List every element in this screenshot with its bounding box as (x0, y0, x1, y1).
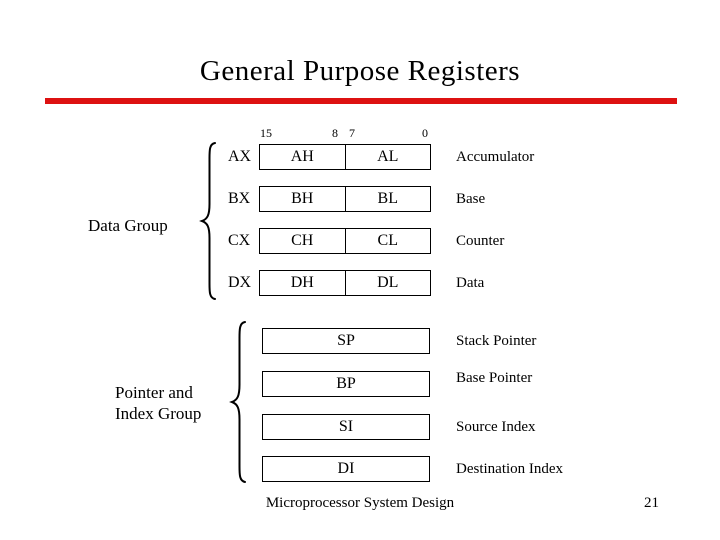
slide-title: General Purpose Registers (199, 55, 521, 87)
register-high-half-ch: CH (291, 232, 314, 249)
register-high-half-ah: AH (290, 148, 314, 165)
register-name-bx: BX (228, 190, 251, 207)
bit-label-0: 0 (422, 126, 428, 140)
register-description-ax: Accumulator (456, 149, 535, 165)
register-box-si: SI (262, 414, 430, 440)
register-box-bp: BP (262, 371, 430, 397)
page-number: 21 (644, 495, 659, 511)
register-high-half-dh: DH (290, 274, 314, 291)
register-name-ax: AX (228, 148, 252, 165)
bit-label-15: 15 (260, 126, 272, 140)
title-underline (45, 98, 677, 104)
register-low-half-cl: CL (344, 229, 431, 253)
register-box-ax: AH AL (259, 144, 431, 170)
register-box-sp: SP (262, 328, 430, 354)
register-low-half-dl: DL (344, 271, 431, 295)
register-box-bx: BH BL (259, 186, 431, 212)
register-high-half-bh: BH (291, 190, 314, 207)
pointer-index-group-brace (229, 321, 246, 483)
register-box-di: DI (262, 456, 430, 482)
register-description-di: Destination Index (456, 461, 564, 477)
register-description-cx: Counter (456, 233, 505, 249)
register-name-dx: DX (228, 274, 252, 291)
bit-label-8: 8 (332, 126, 338, 140)
data-group-label: Data Group (88, 216, 168, 235)
register-description-bp: Base Pointer (456, 370, 533, 386)
register-description-dx: Data (456, 275, 485, 291)
register-description-sp: Stack Pointer (456, 333, 537, 349)
bit-label-7: 7 (349, 126, 355, 140)
register-low-half-al: AL (344, 145, 431, 169)
register-box-cx: CH CL (259, 228, 431, 254)
register-description-bx: Base (456, 191, 486, 207)
data-group-brace (199, 142, 216, 300)
register-box-dx: DH DL (259, 270, 431, 296)
pointer-index-group-label: Pointer and Index Group (115, 382, 201, 424)
register-low-half-bl: BL (344, 187, 431, 211)
pointer-index-group-label-line2: Index Group (115, 404, 202, 423)
register-description-si: Source Index (456, 419, 536, 435)
register-name-cx: CX (228, 232, 251, 249)
footer-title: Microprocessor System Design (265, 495, 455, 511)
pointer-index-group-label-line1: Pointer and (115, 383, 193, 402)
